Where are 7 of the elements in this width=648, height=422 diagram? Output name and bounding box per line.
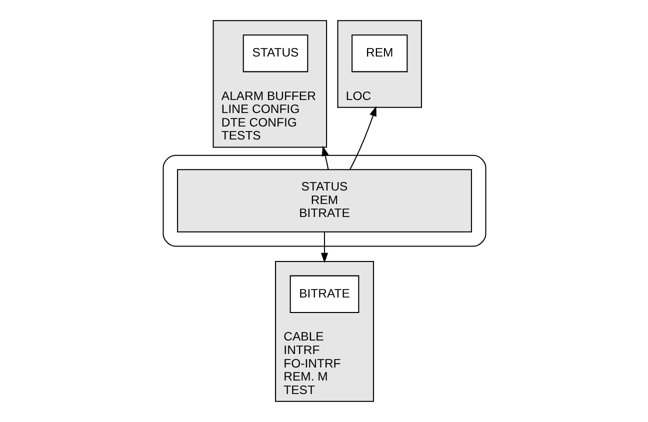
- node-box: STATUS REM BITRATE: [176, 169, 472, 232]
- node-box: STATUS: [242, 34, 308, 72]
- arrow: [321, 146, 328, 170]
- arrow: [320, 232, 328, 264]
- node-box: BITRATE: [289, 275, 359, 314]
- node-box: REM: [351, 34, 408, 72]
- arrow: [349, 106, 376, 170]
